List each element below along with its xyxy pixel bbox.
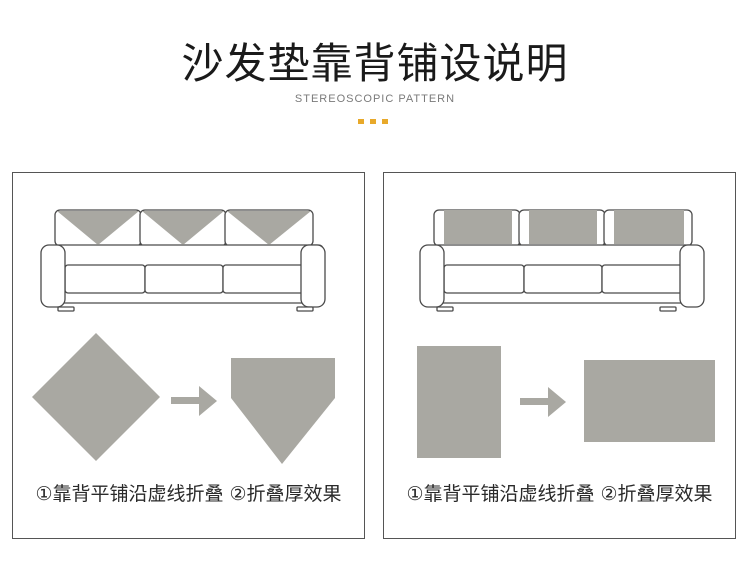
instruction-panel-rectangle: ①靠背平铺沿虚线折叠 ②折叠厚效果 [383,172,736,539]
triangle-fold-illustration [32,209,335,464]
page-title: 沙发垫靠背铺设说明 [181,39,569,88]
right-arrow-icon [171,386,217,416]
accent-dot [382,119,388,124]
triangle-cover-shapes [57,211,311,245]
panel-caption: ①靠背平铺沿虚线折叠 ②折叠厚效果 [406,483,713,505]
page-subtitle: STEREOSCOPIC PATTERN [294,93,456,105]
accent-dot [370,119,376,124]
sofa-icon [40,209,326,312]
right-arrow-icon [520,387,566,417]
accent-dot [358,119,364,124]
wide-rectangle-shape-icon [584,360,715,442]
tall-rectangle-shape-icon [417,346,501,458]
rectangle-fold-illustration [417,209,715,458]
panel-caption: ①靠背平铺沿虚线折叠 ②折叠厚效果 [35,483,342,505]
instruction-panel-triangle: ①靠背平铺沿虚线折叠 ②折叠厚效果 [12,172,365,539]
diamond-shape-icon [32,333,160,461]
pentagon-fold-shape-icon [231,358,335,464]
accent-dots [358,119,390,124]
rectangle-cover-shapes [444,210,684,244]
